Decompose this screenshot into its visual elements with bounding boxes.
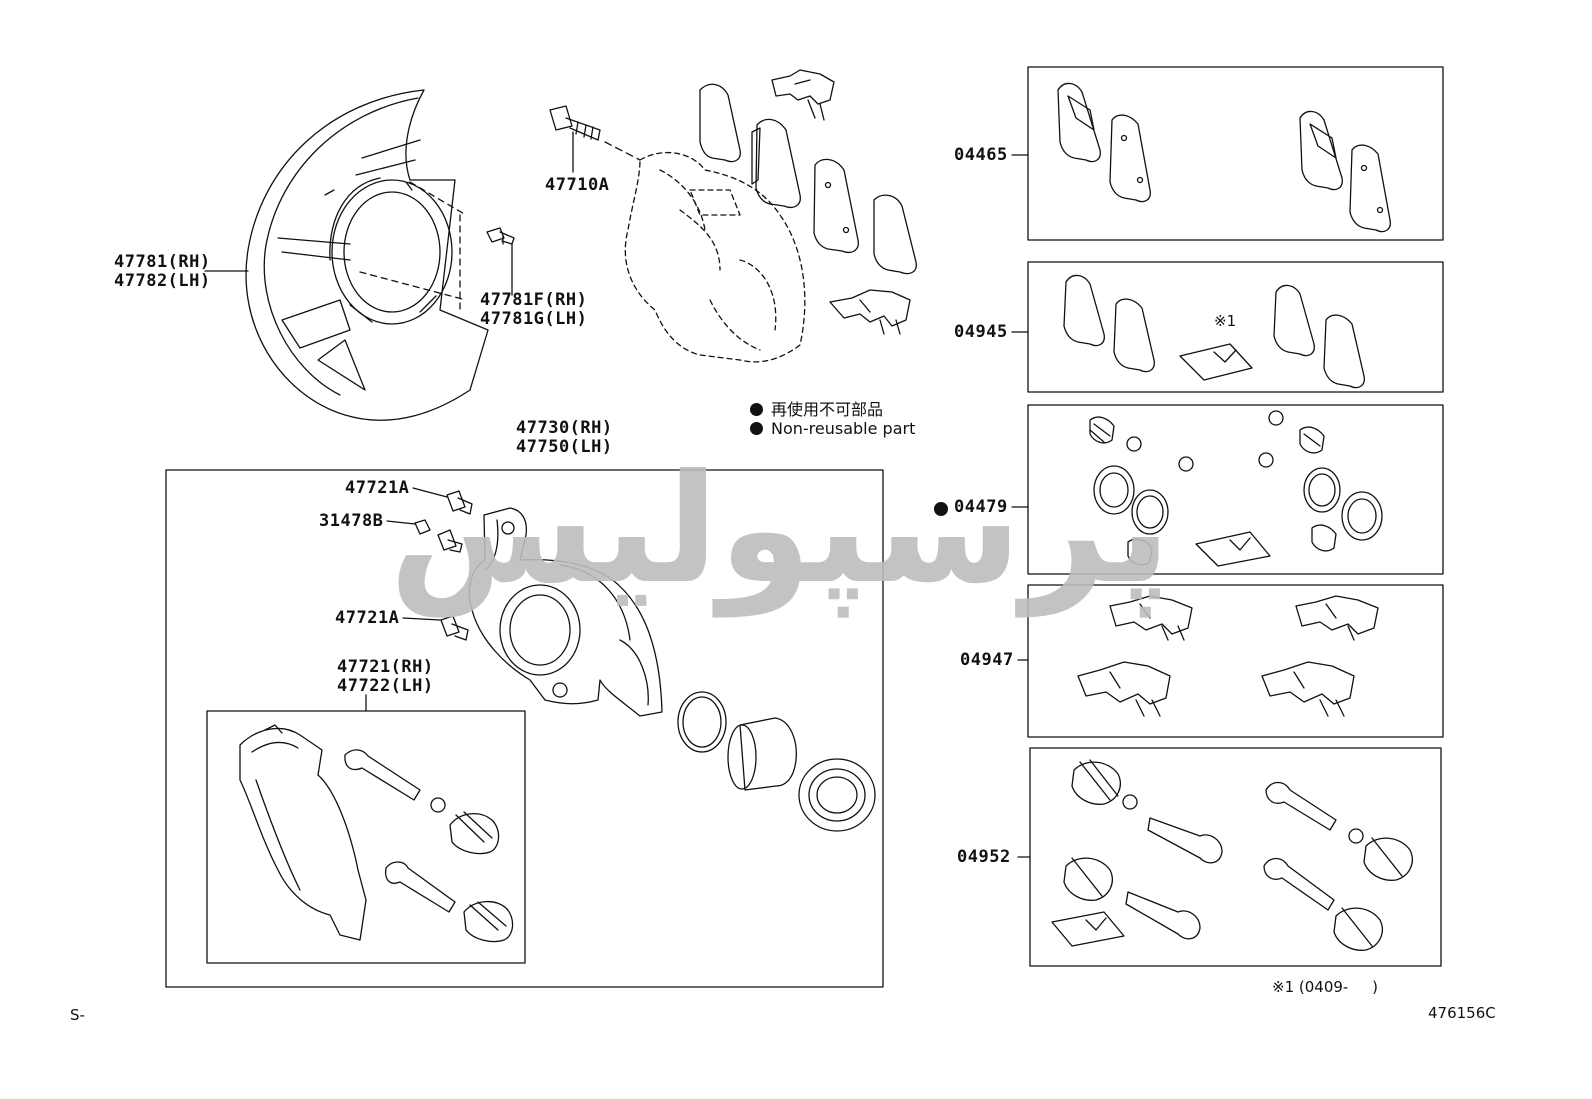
- label-shield-rh: 47781(RH): [114, 252, 211, 272]
- kit-box-04952: [1029, 747, 1442, 967]
- bleeder-lower: [440, 615, 469, 641]
- legend-bullet-icon: [750, 403, 763, 416]
- footnote-range: (0409- ): [1298, 978, 1379, 996]
- label-mount-rh: 47721(RH): [337, 657, 434, 677]
- label-bleeder-lower: 47721A: [335, 608, 400, 628]
- mounting-sub-box: [206, 710, 526, 964]
- label-kit-04479: 04479: [954, 497, 1008, 517]
- legend-en: Non-reusable part: [750, 419, 915, 438]
- caliper-body: [468, 507, 663, 717]
- footnote: ※1 (0409- ): [1272, 978, 1378, 996]
- piston-seal: [677, 691, 727, 753]
- piston-boot: [798, 758, 876, 832]
- label-upper-bolt: 47710A: [545, 175, 610, 195]
- caliper-assembly-box: [165, 469, 884, 988]
- legend-bullet-icon: [750, 422, 763, 435]
- shield-bolt: [486, 227, 515, 245]
- pad-set-top: [699, 69, 917, 335]
- kit-box-04945: [1027, 261, 1444, 393]
- label-shield-bolt-rh: 47781F(RH): [480, 290, 588, 310]
- label-caliper-rh: 47730(RH): [516, 418, 613, 438]
- label-kit-04947: 04947: [960, 650, 1014, 670]
- leader-cap: [386, 520, 416, 525]
- label-kit-04465: 04465: [954, 145, 1008, 165]
- bleeder-cap: [414, 519, 463, 553]
- legend-en-text: Non-reusable part: [771, 419, 916, 438]
- caliper-housing-outline: [624, 151, 806, 363]
- leader-bleeder-upper: [412, 487, 448, 498]
- label-shield-lh: 47782(LH): [114, 271, 211, 291]
- note-mark-label: ※1: [1214, 312, 1237, 330]
- label-kit-04952: 04952: [957, 847, 1011, 867]
- bleeder-upper: [446, 490, 473, 515]
- kit-04479-seals: [1089, 410, 1383, 567]
- footer-left: S-: [70, 1006, 85, 1024]
- label-shield-bolt-lh: 47781G(LH): [480, 309, 588, 329]
- non-reusable-bullet-04479: [934, 502, 948, 516]
- label-mount-lh: 47722(LH): [337, 676, 434, 696]
- kit-box-04947: [1027, 584, 1444, 738]
- watermark-text: پرسپولیس: [389, 443, 1172, 617]
- kit-box-04465: [1027, 66, 1444, 241]
- kit-04952-pins: [1051, 759, 1413, 951]
- piston: [727, 717, 797, 791]
- mounting-bracket: [239, 724, 367, 941]
- footer-right: 476156C: [1428, 1004, 1496, 1022]
- slide-pin-upper: [344, 749, 500, 855]
- kit-04465-pads: [1057, 82, 1391, 233]
- label-caliper-lh: 47750(LH): [516, 437, 613, 457]
- leader-bleeder-lower: [402, 617, 441, 621]
- slide-pin-lower: [384, 861, 514, 943]
- label-bleeder-upper: 47721A: [345, 478, 410, 498]
- label-kit-04945: 04945: [954, 322, 1008, 342]
- footnote-mark: ※1: [1272, 978, 1295, 996]
- legend-jp: 再使用不可部品: [750, 396, 883, 420]
- upper-bolt: [549, 105, 601, 141]
- kit-04945-pads: [1063, 274, 1365, 389]
- legend-jp-text: 再使用不可部品: [771, 400, 884, 419]
- watermark: پرسپولیس: [389, 430, 1171, 630]
- label-cap: 31478B: [319, 511, 384, 531]
- kit-04947-clips: [1077, 595, 1379, 717]
- dust-shield: [245, 89, 489, 421]
- dash-upper-bolt: [604, 141, 641, 161]
- kit-box-04479: [1027, 404, 1444, 575]
